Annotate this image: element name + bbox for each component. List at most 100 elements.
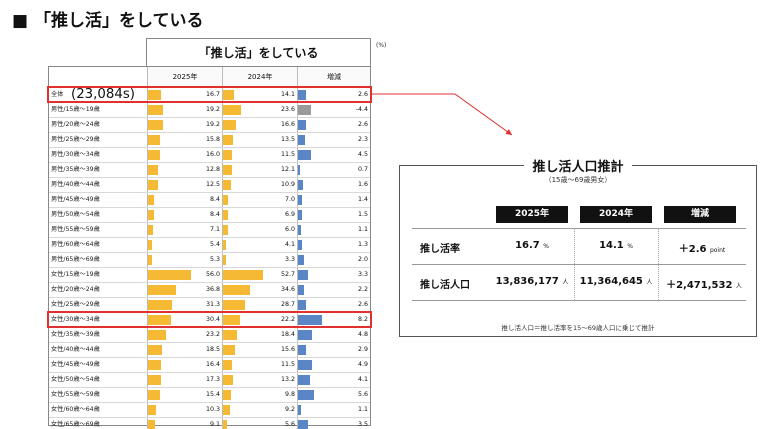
value-v2024: 12.1 (280, 166, 295, 173)
bar-2025 (148, 375, 162, 385)
value-diff: 1.4 (357, 196, 368, 203)
value-v2025: 5.3 (209, 256, 220, 263)
cell-v2024: 16.6 (222, 118, 297, 132)
bar-2025 (148, 360, 161, 370)
cell-v2024: 9.2 (222, 403, 297, 417)
table-header-title: 「推し活」をしている (198, 46, 319, 60)
bar-2025 (148, 210, 155, 220)
cell-diff: 2.9 (297, 343, 370, 357)
value-diff: 1.6 (357, 181, 368, 188)
estimate-rate-diff: ＋2.6 point (678, 244, 726, 255)
value-v2025: 19.2 (205, 121, 220, 128)
cell-diff: 4.5 (297, 148, 370, 162)
row-label: 男性/20歳～24歳 (51, 121, 100, 128)
cell-v2025: 10.3 (147, 403, 222, 417)
row-label: 女性/50歳～54歳 (51, 376, 100, 383)
estimate-row-label-rate: 推し活率 (420, 244, 460, 255)
value-diff: 3.3 (357, 271, 368, 278)
cell-diff: 5.6 (297, 388, 370, 402)
value-diff: 1.3 (357, 241, 368, 248)
cell-v2024: 10.9 (222, 178, 297, 192)
cell-diff: 1.1 (297, 223, 370, 237)
estimate-note: 推し活人口＝推し活率を15～69歳人口に乗じて推計 (501, 324, 655, 332)
bar-diff (298, 180, 303, 190)
row-label: 女性/40歳～44歳 (51, 346, 100, 353)
bar-diff (298, 390, 315, 400)
value-v2024: 15.6 (280, 346, 295, 353)
value-v2024: 52.7 (280, 271, 295, 278)
bar-diff (298, 240, 302, 250)
cell-diff: 1.4 (297, 193, 370, 207)
cell-v2025: 19.2 (147, 118, 222, 132)
value-v2025: 17.3 (205, 376, 220, 383)
cell-diff: 2.6 (297, 88, 370, 102)
row-label: 女性/55歳～59歳 (51, 391, 100, 398)
row-label: 女性/25歳～29歳 (51, 301, 100, 308)
estimate-header-diff: 増減 (664, 206, 736, 223)
bar-2025 (148, 345, 163, 355)
cell-diff: 1.3 (297, 238, 370, 252)
bar-2024 (223, 285, 250, 295)
value-v2024: 16.6 (280, 121, 295, 128)
cell-v2025: 18.5 (147, 343, 222, 357)
estimate-subtitle: （15歳～69歳男女） (544, 176, 612, 184)
cell-diff: 3.5 (297, 418, 370, 429)
cell-diff: 2.6 (297, 298, 370, 312)
row-label: 女性/60歳～64歳 (51, 406, 100, 413)
bar-diff (298, 345, 307, 355)
value-v2024: 9.8 (284, 391, 295, 398)
cell-v2024: 34.6 (222, 283, 297, 297)
row-label: 女性/45歳～49歳 (51, 361, 100, 368)
value-v2024: 28.7 (280, 301, 295, 308)
value-diff: 4.1 (357, 376, 368, 383)
value-diff: 4.8 (357, 331, 368, 338)
value-v2025: 10.3 (205, 406, 220, 413)
cell-diff: 1.6 (297, 178, 370, 192)
bar-diff (298, 120, 306, 130)
cell-v2025: 17.3 (147, 373, 222, 387)
bar-2025 (148, 255, 153, 265)
column-header-diff: 増減 (297, 67, 370, 87)
value-v2025: 12.5 (205, 181, 220, 188)
bar-2025 (148, 270, 191, 280)
estimate-col-divider (658, 228, 659, 300)
value-v2025: 18.5 (205, 346, 220, 353)
cell-v2025: 12.5 (147, 178, 222, 192)
row-label: 女性/15歳～19歳 (51, 271, 100, 278)
bar-2024 (223, 180, 232, 190)
bar-diff (298, 255, 304, 265)
bar-2024 (223, 90, 234, 100)
cell-v2025: 15.4 (147, 388, 222, 402)
cell-diff: 2.6 (297, 118, 370, 132)
bar-2025 (148, 195, 155, 205)
cell-v2024: 3.3 (222, 253, 297, 267)
value-v2024: 34.6 (280, 286, 295, 293)
bar-2024 (223, 105, 242, 115)
cell-v2024: 7.0 (222, 193, 297, 207)
estimate-pop-2025: 13,836,177 人 (495, 276, 569, 287)
bar-2025 (148, 405, 156, 415)
row-label: 男性/65歳～69歳 (51, 256, 100, 263)
value-v2025: 16.0 (205, 151, 220, 158)
value-v2025: 5.4 (209, 241, 220, 248)
cell-diff: 0.7 (297, 163, 370, 177)
cell-v2024: 23.6 (222, 103, 297, 117)
value-diff: 3.5 (357, 421, 368, 428)
bar-diff (298, 270, 308, 280)
cell-v2025: 8.4 (147, 208, 222, 222)
cell-v2025: 7.1 (147, 223, 222, 237)
cell-v2025: 9.1 (147, 418, 222, 429)
bar-2024 (223, 345, 235, 355)
row-label: 全体 (51, 91, 64, 98)
cell-v2025: 16.0 (147, 148, 222, 162)
value-v2024: 6.0 (284, 226, 295, 233)
value-diff: 2.6 (357, 301, 368, 308)
value-v2024: 13.2 (280, 376, 295, 383)
cell-v2024: 6.9 (222, 208, 297, 222)
